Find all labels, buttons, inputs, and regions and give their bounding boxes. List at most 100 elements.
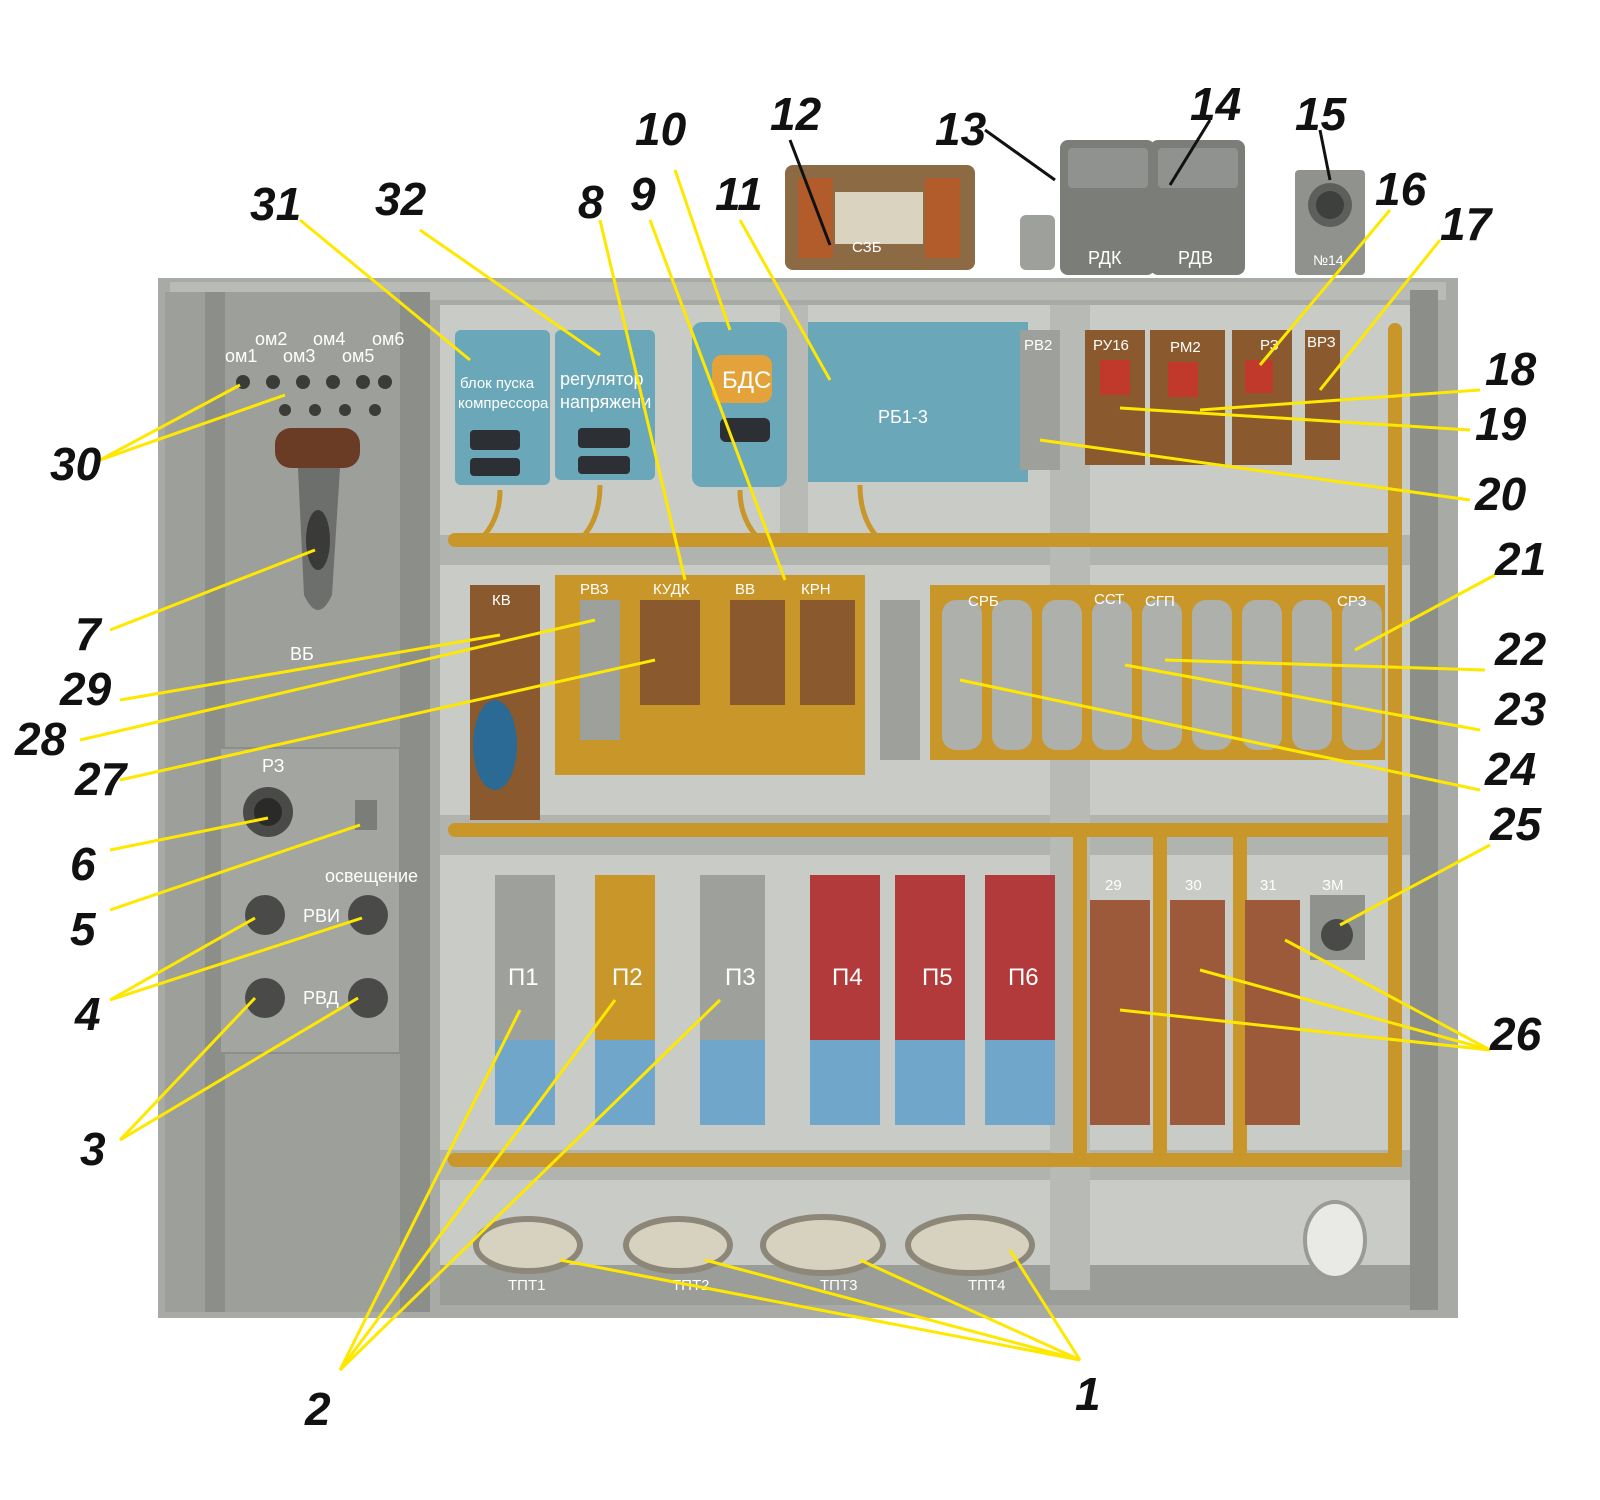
om-label-3: ом3 [283,346,315,366]
lighting-label: освещение [325,866,418,886]
callout-30: 30 [50,438,102,490]
callout-20: 20 [1474,468,1527,520]
callout-12: 12 [770,88,822,140]
callout-26: 26 [1489,1008,1542,1060]
tpt3 [760,1214,886,1276]
contactor-row: П1 П2 П3 П4 П5 П6 [495,875,1055,1125]
voltage-regulator-label-2: напряжени [560,392,651,412]
vv-label: ВВ [735,581,755,598]
roof-devices: СЗБ РДК РДВ №14 [785,140,1365,275]
rv2-label: РВ2 [1024,337,1052,354]
rvz-label: РВЗ [580,581,609,598]
rdk-label: РДК [1088,248,1122,268]
zm-label: ЗМ [1322,877,1344,894]
rb-label: РБ1-3 [878,407,928,427]
om-label-5: ом5 [342,346,374,366]
vb-label: ВБ [290,644,314,664]
left-panel-devices: ом2 ом4 ом6 ом1 ом3 ом5 ВБ РЗ освещение [219,329,418,1054]
ru16-label: РУ16 [1093,337,1129,354]
srz-label: СРЗ [1337,593,1367,610]
p3-label: П3 [725,964,756,991]
om-label-6: ом6 [372,329,404,349]
sst-label: ССТ [1094,591,1124,608]
callout-31: 31 [250,178,301,230]
callout-2: 2 [304,1383,331,1435]
rvi-label: РВИ [303,906,340,926]
callout-29: 29 [59,663,112,715]
callout-21: 21 [1494,533,1546,585]
p5-label: П5 [922,964,953,991]
compressor-start-label-1: блок пуска [460,375,535,392]
callout-4: 4 [74,988,101,1040]
rv2-relay [1020,330,1060,470]
callout-22: 22 [1494,623,1547,675]
resistor [942,600,982,750]
vrz-label: ВРЗ [1307,334,1336,351]
krn-label: КРН [801,581,831,598]
terminal-30-label: 30 [1185,877,1202,894]
callout-numbers: 1 2 3 4 5 6 7 8 9 10 11 12 13 14 15 16 1… [14,78,1547,1435]
p4-label: П4 [832,964,863,991]
resistor [1242,600,1282,750]
vb-handle-grip[interactable] [275,428,360,468]
terminal-31-label: 31 [1260,877,1277,894]
roof-valve [1020,215,1055,270]
callout-18: 18 [1485,343,1537,395]
rvi-socket-right [348,895,388,935]
middle-devices: КВ РВЗ КУДК ВВ КРН [470,575,920,820]
callout-7: 7 [75,608,103,660]
resistor-row: СРБ ССТ СГП СРЗ [930,585,1385,760]
om-switch[interactable] [326,375,340,389]
vrz-relay [1305,330,1340,460]
om-switch[interactable] [266,375,280,389]
ru16-relay [1085,330,1145,465]
callout-25: 25 [1489,798,1543,850]
terminal-strip-31 [1245,900,1300,1125]
callout-15: 15 [1295,88,1348,140]
om-label-1: ом1 [225,346,257,366]
terminal-strip-30 [1170,900,1225,1125]
resistor [992,600,1032,750]
tpt1 [473,1216,583,1274]
om-label-2: ом2 [255,329,287,349]
tpt1-label: ТПТ1 [508,1277,545,1294]
top-right-relays: РВ2 РУ16 РМ2 РЗ ВРЗ [1020,330,1340,470]
callout-28: 28 [14,713,67,765]
resistor [1042,600,1082,750]
om-switch[interactable] [378,375,392,389]
om-switch[interactable] [296,375,310,389]
rvd-socket-right [348,978,388,1018]
tpt4-label: ТПТ4 [968,1277,1005,1294]
current-transformers: ТПТ1 ТПТ2 ТПТ3 ТПТ4 [473,1214,1035,1294]
callout-9: 9 [630,168,656,220]
resistor [1092,600,1132,750]
om-switch[interactable] [356,375,370,389]
voltage-regulator-label-1: регулятор [560,369,644,389]
callout-24: 24 [1484,743,1536,795]
callout-16: 16 [1375,163,1427,215]
rdv-label: РДВ [1178,248,1213,268]
kudk-label: КУДК [653,581,690,598]
szb-label: СЗБ [852,239,882,256]
tpt3-label: ТПТ3 [820,1277,857,1294]
callout-14: 14 [1190,78,1241,130]
terminal-block [880,600,920,760]
rvi-socket-left [245,895,285,935]
vv-device [730,600,785,705]
p2-label: П2 [612,964,643,991]
callout-19: 19 [1475,398,1527,450]
resistor [1142,600,1182,750]
leader-lines [79,119,1496,1372]
callout-10: 10 [635,103,687,155]
lighting-switch[interactable] [355,800,377,830]
resistor [1292,600,1332,750]
krn-device [800,600,855,705]
callout-3: 3 [80,1123,106,1175]
connector-14-label: №14 [1313,252,1344,268]
kudk-device [640,600,700,705]
callout-1: 1 [1075,1368,1101,1420]
kv-label: КВ [492,592,511,609]
srb-label: СРБ [968,593,999,610]
callout-8: 8 [578,176,604,228]
